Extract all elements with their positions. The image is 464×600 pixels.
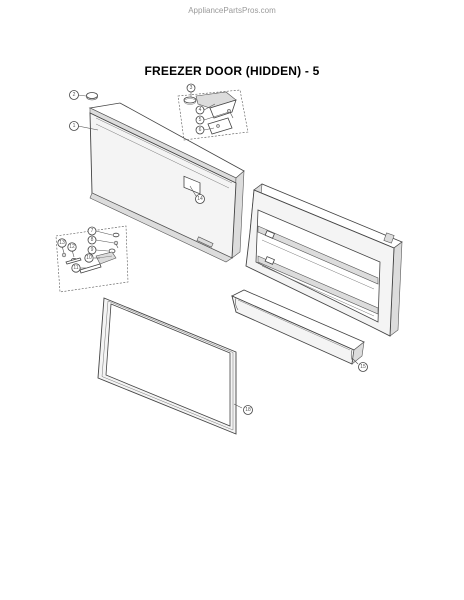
watermark-text: AppliancePartsPros.com bbox=[188, 6, 276, 15]
part-door-liner bbox=[245, 183, 403, 337]
svg-text:3: 3 bbox=[190, 85, 193, 91]
svg-text:7: 7 bbox=[91, 228, 94, 234]
callout-1: 1 bbox=[69, 121, 79, 131]
callout-5: 5 bbox=[195, 115, 205, 125]
hinge-parts-group bbox=[177, 89, 249, 141]
callout-13: 13 bbox=[57, 238, 67, 248]
callout-4: 4 bbox=[195, 105, 205, 115]
callout-12: 12 bbox=[67, 242, 77, 252]
callout-8: 8 bbox=[87, 235, 97, 245]
svg-text:5: 5 bbox=[199, 117, 202, 123]
svg-text:18: 18 bbox=[245, 407, 251, 413]
callout-7: 7 bbox=[87, 226, 97, 236]
svg-text:11: 11 bbox=[73, 265, 78, 271]
svg-text:6: 6 bbox=[199, 127, 202, 133]
callout-2: 2 bbox=[69, 90, 79, 100]
svg-text:10: 10 bbox=[86, 255, 92, 261]
callout-10: 10 bbox=[84, 253, 94, 263]
callout-18: 18 bbox=[243, 405, 253, 415]
svg-text:12: 12 bbox=[69, 244, 75, 250]
svg-text:14: 14 bbox=[197, 196, 203, 202]
diagram-title: FREEZER DOOR (HIDDEN) - 5 bbox=[144, 64, 320, 78]
lower-hinge-parts-group bbox=[55, 225, 129, 293]
svg-text:9: 9 bbox=[91, 247, 94, 253]
part-door-gasket bbox=[97, 297, 237, 435]
callout-6: 6 bbox=[195, 125, 205, 135]
callout-11: 11 bbox=[71, 263, 81, 273]
svg-text:13: 13 bbox=[59, 240, 65, 246]
svg-text:8: 8 bbox=[91, 237, 94, 243]
part-door-panel bbox=[88, 102, 245, 263]
callout-15: 15 bbox=[358, 362, 368, 372]
svg-text:2: 2 bbox=[73, 92, 76, 98]
svg-text:1: 1 bbox=[73, 123, 76, 129]
callout-9: 9 bbox=[87, 245, 97, 255]
svg-text:4: 4 bbox=[199, 107, 202, 113]
leader-lines bbox=[61, 92, 359, 409]
part-door-bin bbox=[231, 289, 365, 365]
callout-3: 3 bbox=[186, 83, 196, 93]
svg-text:15: 15 bbox=[360, 364, 366, 370]
callout-14: 14 bbox=[195, 194, 205, 204]
part-cap bbox=[86, 92, 98, 101]
